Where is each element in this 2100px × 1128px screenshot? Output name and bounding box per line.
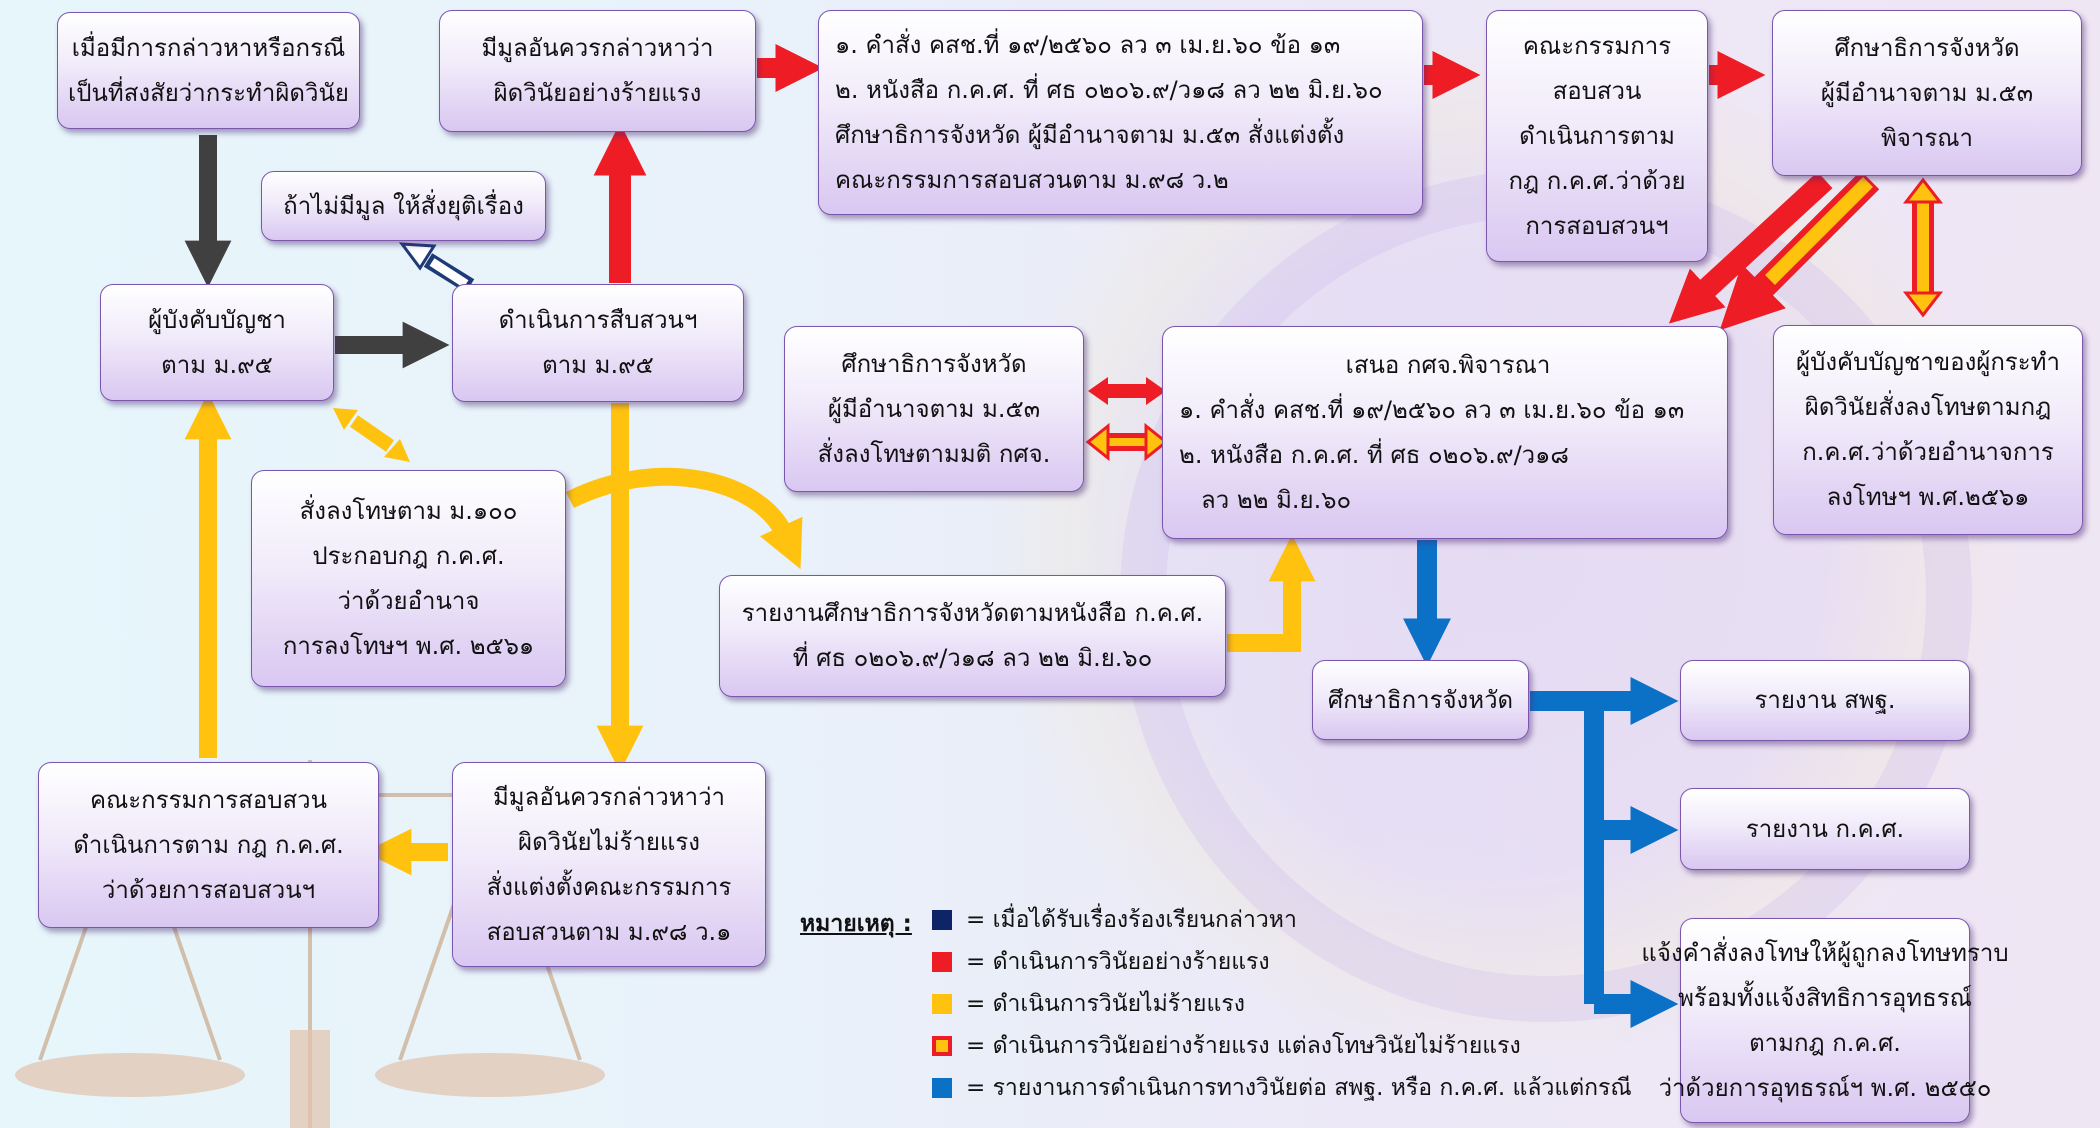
box-report-provincial-officer: รายงานศึกษาธิการจังหวัดตามหนังสือ ก.ค.ศ.… (719, 575, 1226, 697)
legend-item-red: = ดำเนินการวินัยอย่างร้ายแรง (932, 944, 1270, 980)
legend-swatch-red (932, 952, 952, 972)
box-text: ผู้บังคับบัญชา (148, 305, 286, 334)
box-text: ดำเนินการตาม กฎ ก.ค.ศ. (73, 830, 344, 859)
box-allegation: เมื่อมีการกล่าวหาหรือกรณีเป็นที่สงสัยว่า… (57, 12, 360, 129)
box-no-grounds-terminate: ถ้าไม่มีมูล ให้สั่งยุติเรื่อง (261, 171, 546, 241)
legend-item-navy: = เมื่อได้รับเรื่องร้องเรียนกล่าวหา (932, 902, 1297, 938)
box-text: ศึกษาธิการจังหวัด (1834, 33, 2020, 62)
box-provincial-officer: ศึกษาธิการจังหวัด (1312, 660, 1529, 740)
box-text: รายงาน ก.ค.ศ. (1745, 814, 1905, 843)
box-order-appoint-committee: ๑. คำสั่ง คสช.ที่ ๑๙/๒๕๖๐ ลว ๓ เม.ย.๖๐ ข… (818, 10, 1423, 215)
box-text: ผิดวินัยสั่งลงโทษตามกฎ (1804, 393, 2052, 421)
box-text: รายงานศึกษาธิการจังหวัดตามหนังสือ ก.ค.ศ. (741, 599, 1204, 627)
arrow-b9-b10-red-double (1088, 377, 1166, 405)
box-propose-committee: เสนอ กศจ.พิจารณา๑. คำสั่ง คสช.ที่ ๑๙/๒๕๖… (1162, 326, 1728, 539)
box-notify-appeal-rights: แจ้งคำสั่งลงโทษให้ผู้ถูกลงโทษทราบพร้อมทั… (1641, 918, 2009, 1123)
box-text: ตามกฎ ก.ค.ศ. (1749, 1028, 1901, 1057)
box-text: ๒. หนังสือ ก.ค.ศ. ที่ ศธ ๐๒๐๖.๙/ว๑๘ ลว ๒… (835, 75, 1383, 104)
legend-item-blue: = รายงานการดำเนินการทางวินัยต่อ สพฐ. หรื… (932, 1070, 1632, 1106)
box-text: ว่าด้วยอำนาจ (337, 586, 480, 615)
box-text: คณะกรรมการสอบสวนตาม ม.๙๘ ว.๒ (835, 165, 1229, 194)
box-report-tcsc: รายงาน ก.ค.ศ. (1680, 788, 1970, 870)
arrow-b13-to-b10 (1227, 534, 1316, 652)
arrow-b7-b12-double (333, 408, 410, 462)
legend-title: หมายเหตุ : (800, 911, 912, 937)
box-text: กฎ ก.ค.ศ.ว่าด้วย (1508, 166, 1686, 195)
arrow-b12-to-b13 (565, 467, 803, 570)
box-text: ก.ค.ศ.ว่าด้วยอำนาจการ (1802, 438, 2054, 466)
legend-swatch-yellow-red (932, 1036, 952, 1056)
legend-swatch-navy (932, 910, 952, 930)
box-report-obec: รายงาน สพฐ. (1680, 660, 1970, 741)
box-text: ผิดวินัยไม่ร้ายแรง (518, 827, 700, 856)
legend-label: = ดำเนินการวินัยไม่ร้ายแรง (966, 991, 1245, 1017)
box-text: ตาม ม.๙๕ (542, 351, 654, 379)
box-text: ๑. คำสั่ง คสช.ที่ ๑๙/๒๕๖๐ ลว ๓ เม.ย.๖๐ ข… (1179, 395, 1685, 424)
box-provincial-officer-punish: ศึกษาธิการจังหวัดผู้มีอำนาจตาม ม.๕๓สั่งล… (784, 326, 1084, 492)
arrow-b5-b11-double (1902, 177, 1944, 318)
box-punish-m100: สั่งลงโทษตาม ม.๑๐๐ประกอบกฎ ก.ค.ศ. ว่าด้วย… (251, 470, 566, 687)
box-minor-grounds: มีมูลอันควรกล่าวหาว่าผิดวินัยไม่ร้ายแรงส… (452, 762, 766, 967)
box-text: การสอบสวนฯ (1525, 211, 1669, 240)
arrow-b5-to-b10-yellow-red (1719, 170, 1880, 331)
legend-label: = เมื่อได้รับเรื่องร้องเรียนกล่าวหา (966, 907, 1297, 933)
legend-label: = ดำเนินการวินัยอย่างร้ายแรง (966, 949, 1270, 975)
box-text: เสนอ กศจ.พิจารณา (1345, 350, 1551, 379)
box-text: ดำเนินการตาม (1519, 121, 1675, 150)
box-text: สั่งลงโทษตามมติ กศจ. (817, 439, 1051, 468)
box-text: ถ้าไม่มีมูล ให้สั่งยุติเรื่อง (283, 191, 524, 220)
box-text: สอบสวนตาม ม.๙๘ ว.๑ (486, 917, 732, 946)
box-text: รายงาน สพฐ. (1754, 686, 1896, 714)
box-text: แจ้งคำสั่งลงโทษให้ผู้ถูกลงโทษทราบ (1641, 938, 2009, 967)
box-provincial-officer-consider: ศึกษาธิการจังหวัดผู้มีอำนาจตาม ม.๕๓พิจาร… (1772, 10, 2082, 176)
box-text: การลงโทษฯ พ.ศ. ๒๕๖๑ (282, 631, 535, 660)
box-text: คณะกรรมการ (1522, 31, 1672, 60)
box-text: ว่าด้วยการสอบสวนฯ (101, 875, 316, 904)
box-text: ผู้บังคับบัญชาของผู้กระทำ (1796, 348, 2060, 376)
legend-swatch-blue (932, 1078, 952, 1098)
box-text: ผู้มีอำนาจตาม ม.๕๓ (827, 394, 1041, 423)
box-text: ลว ๒๒ มิ.ย.๖๐ (1201, 485, 1352, 514)
arrow-b8-to-b6 (398, 242, 475, 293)
box-text: ๒. หนังสือ ก.ค.ศ. ที่ ศธ ๐๒๐๖.๙/ว๑๘ (1179, 440, 1569, 469)
legend-swatch-yellow (932, 994, 952, 1014)
box-committee-investigation: คณะกรรมการสอบสวนดำเนินการตาม กฎ ก.ค.ศ. ว่… (38, 762, 379, 928)
box-text: ศึกษาธิการจังหวัด ผู้มีอำนาจตาม ม.๕๓ สั่… (835, 120, 1345, 149)
box-text: ๑. คำสั่ง คสช.ที่ ๑๙/๒๕๖๐ ลว ๓ เม.ย.๖๐ ข… (835, 30, 1341, 59)
box-text: ประกอบกฎ ก.ค.ศ. (312, 541, 505, 570)
box-investigation-committee: คณะกรรมการสอบสวนดำเนินการตามกฎ ก.ค.ศ.ว่า… (1486, 10, 1708, 262)
box-text: ตาม ม.๙๕ (161, 350, 273, 379)
legend-item-yellow: = ดำเนินการวินัยไม่ร้ายแรง (932, 986, 1245, 1022)
box-text: สั่งลงโทษตาม ม.๑๐๐ (299, 496, 518, 525)
box-text: พร้อมทั้งแจ้งสิทธิการอุทธรณ์ (1678, 983, 1972, 1012)
box-text: สอบสวน (1552, 76, 1642, 105)
box-text: ลงโทษฯ พ.ศ.๒๕๖๑ (1826, 483, 2030, 511)
box-serious-grounds: มีมูลอันควรกล่าวหาว่าผิดวินัยอย่างร้ายแร… (439, 10, 756, 132)
box-text: ศึกษาธิการจังหวัด (841, 349, 1027, 378)
box-text: เมื่อมีการกล่าวหาหรือกรณี (71, 33, 346, 62)
box-text: มีมูลอันควรกล่าวหาว่า (481, 34, 714, 62)
box-fact-finding-m95: ดำเนินการสืบสวนฯตาม ม.๙๕ (452, 284, 744, 402)
legend-label: = ดำเนินการวินัยอย่างร้ายแรง แต่ลงโทษวิน… (966, 1033, 1521, 1059)
box-text: ผิดวินัยอย่างร้ายแรง (493, 79, 702, 107)
box-text: คณะกรรมการสอบสวน (89, 785, 328, 814)
box-text: เป็นที่สงสัยว่ากระทำผิดวินัย (68, 78, 349, 107)
box-text: พิจารณา (1881, 123, 1973, 152)
box-text: สั่งแต่งตั้งคณะกรรมการ (486, 872, 732, 901)
box-text: ที่ ศธ ๐๒๐๖.๙/ว๑๘ ลว ๒๒ มิ.ย.๖๐ (792, 644, 1153, 672)
arrow-b9-b10-yellow-red-double (1085, 422, 1169, 462)
legend-item-yellow-red: = ดำเนินการวินัยอย่างร้ายแรง แต่ลงโทษวิน… (932, 1028, 1521, 1064)
box-text: ผู้มีอำนาจตาม ม.๕๓ (1820, 78, 2034, 107)
box-text: ว่าด้วยการอุทธรณ์ฯ พ.ศ. ๒๕๕๐ (1658, 1073, 1992, 1102)
box-text: ศึกษาธิการจังหวัด (1327, 685, 1514, 714)
box-text: มีมูลอันควรกล่าวหาว่า (492, 782, 726, 811)
legend-label: = รายงานการดำเนินการทางวินัยต่อ สพฐ. หรื… (966, 1075, 1632, 1101)
box-supervisor-punish: ผู้บังคับบัญชาของผู้กระทำผิดวินัยสั่งลงโ… (1773, 325, 2083, 535)
box-supervisor-m95: ผู้บังคับบัญชาตาม ม.๙๕ (100, 284, 334, 401)
box-text: ดำเนินการสืบสวนฯ (498, 306, 698, 334)
